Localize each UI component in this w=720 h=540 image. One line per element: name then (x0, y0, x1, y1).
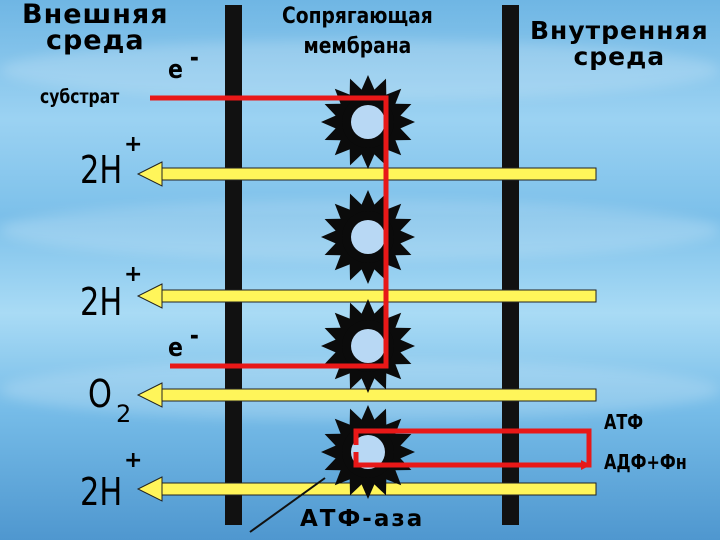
carrier-gears (321, 75, 415, 499)
yellow-arrow (136, 283, 597, 309)
electron-label-bottom: е- (168, 321, 199, 363)
gear-core (351, 435, 385, 469)
carrier-gear (321, 75, 415, 169)
atp-synthesis-path (353, 428, 592, 468)
proton-label: 2Н (80, 280, 123, 324)
adp-label: АДФ+Фн (604, 450, 687, 474)
atp-ase-pointer (249, 477, 326, 533)
membrane-bar-left (225, 5, 242, 525)
proton-charge: + (124, 448, 143, 473)
carrier-gear (321, 299, 415, 393)
proton-label: 2Н (80, 470, 123, 514)
proton-charge: + (124, 132, 143, 157)
yellow-arrow (136, 161, 597, 187)
yellow-arrow (136, 476, 597, 502)
gear-core (351, 220, 385, 254)
gear-core (351, 329, 385, 363)
electron-transport-path (150, 95, 389, 369)
oxygen-label: О (88, 372, 112, 416)
substrate-label: субстрат (40, 86, 120, 108)
atp-label: АТФ (604, 410, 644, 434)
proton-label: 2Н (80, 148, 123, 192)
gear-core (351, 105, 385, 139)
membrane-bar-right (502, 5, 519, 525)
carrier-gear (321, 190, 415, 284)
proton-charge: + (124, 262, 143, 287)
electron-label-top: е- (168, 43, 199, 85)
oxygen-index: 2 (116, 400, 132, 428)
yellow-arrow (136, 382, 597, 408)
atp-synthase-gear (321, 405, 415, 499)
atp-ase-label: АТФ-аза (300, 506, 425, 532)
